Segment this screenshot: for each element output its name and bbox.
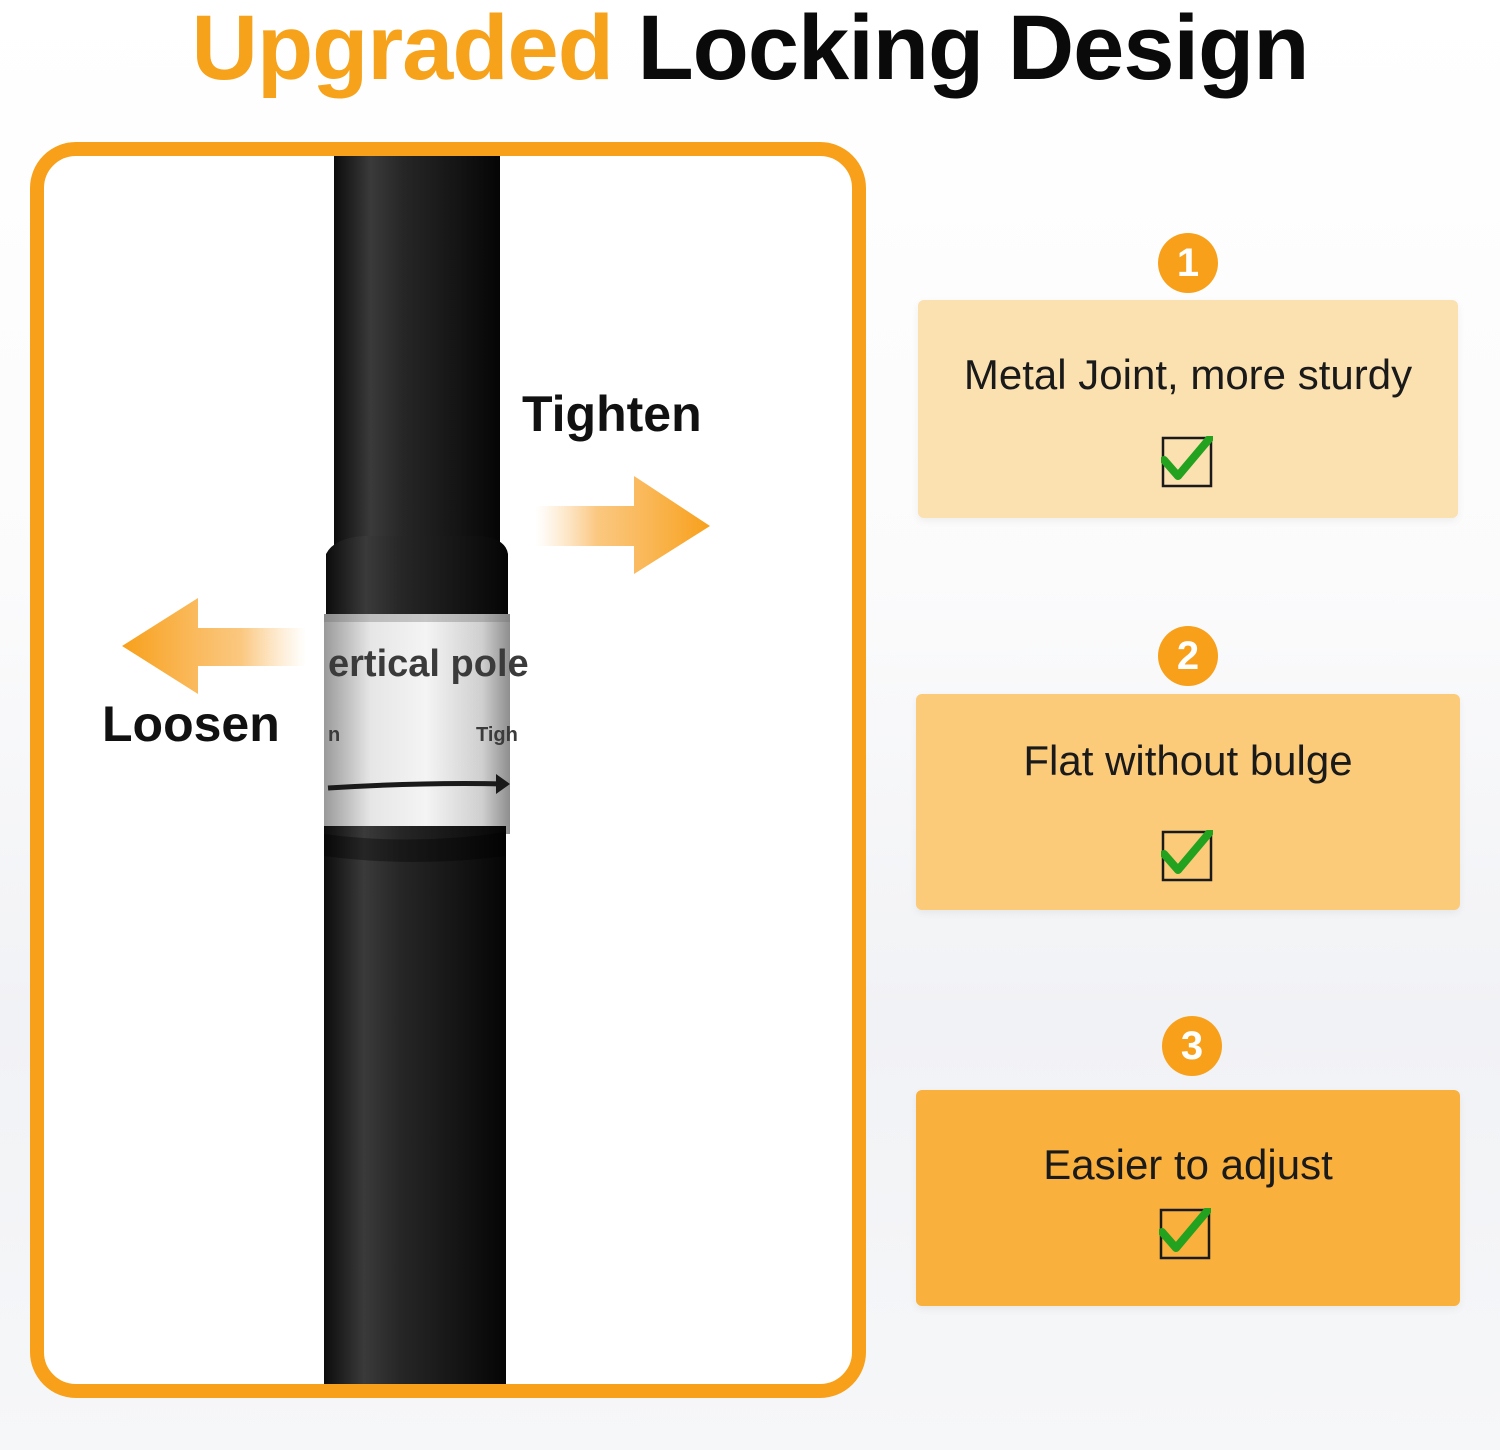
loosen-arrow-icon [122,598,306,694]
title-accent: Upgraded [191,0,614,99]
step-badge-3: 3 [1162,1016,1222,1076]
lower-pole [324,826,506,1384]
checkbox-check-icon [1159,1208,1211,1260]
collar-small-left: n [328,724,340,746]
tighten-arrow-icon [536,476,710,574]
title-main: Locking Design [637,0,1309,99]
loosen-label: Loosen [102,696,280,752]
checkbox-check-icon [1161,830,1213,882]
pole-illustration-panel: ertical pole n Tigh Tighten Loosen [30,142,866,1398]
locking-collar [324,614,510,834]
joint-sleeve [326,536,508,626]
page-title: Upgraded Locking Design [0,0,1500,96]
feature-card-2: Flat without bulge [916,694,1460,910]
checkbox-check-icon [1161,436,1213,488]
upper-pole [334,156,500,546]
tighten-label: Tighten [522,386,702,442]
collar-small-right: Tigh [476,724,518,746]
step-badge-1: 1 [1158,233,1218,293]
step-badge-2: 2 [1158,626,1218,686]
feature-card-1: Metal Joint, more sturdy [918,300,1458,518]
feature-card-3: Easier to adjust [916,1090,1460,1306]
collar-label: ertical pole [328,643,529,685]
feature-text-2: Flat without bulge [1023,737,1353,784]
feature-text-3: Easier to adjust [1043,1141,1333,1188]
feature-text-1: Metal Joint, more sturdy [963,351,1413,398]
pole-illustration: ertical pole n Tigh [122,156,710,1384]
